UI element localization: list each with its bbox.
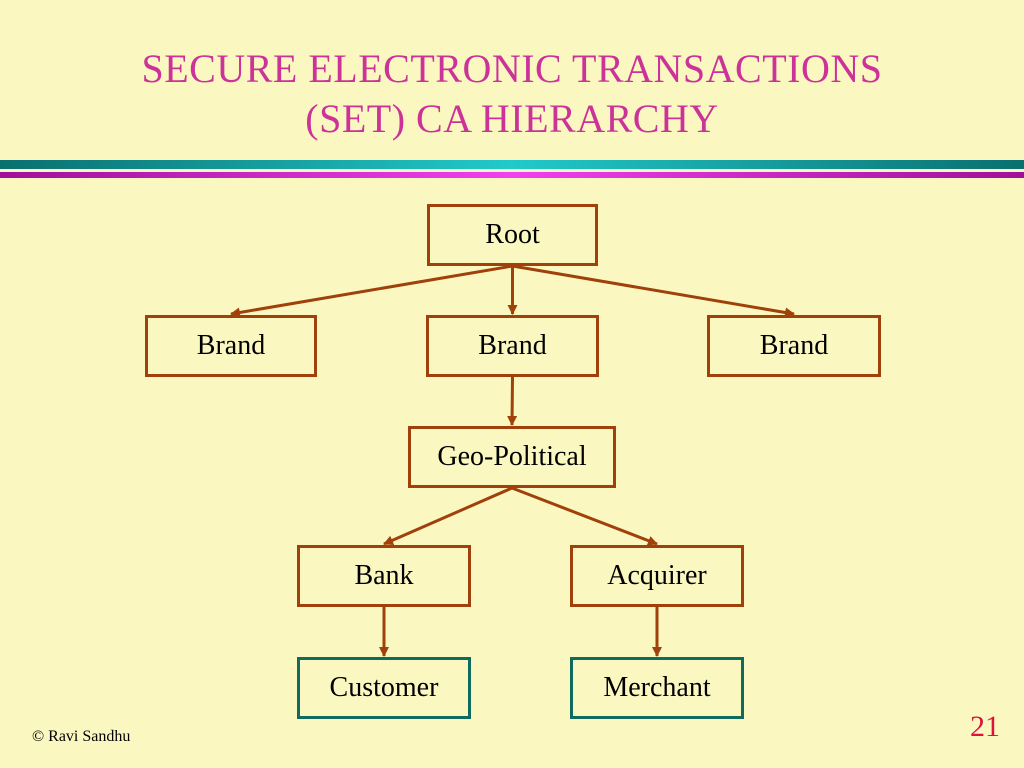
page-number: 21 <box>970 710 1000 743</box>
copyright-footer: © Ravi Sandhu <box>32 728 131 745</box>
customer-node: Customer <box>297 657 471 719</box>
brand-node-left: Brand <box>145 315 317 377</box>
arrow-root-to-brand_right <box>512 264 795 318</box>
brand-node-left-label: Brand <box>196 330 266 361</box>
arrow-geo_political-to-bank <box>383 486 513 546</box>
arrow-root-to-brand_left <box>230 264 513 318</box>
brand-node-right-label: Brand <box>759 330 829 361</box>
root-node: Root <box>427 204 598 266</box>
title-line-2: (SET) CA HIERARCHY <box>305 96 719 141</box>
geo-political-node-label: Geo-Political <box>437 441 587 472</box>
teal-divider <box>0 160 1024 169</box>
bank-node-label: Bank <box>354 560 414 591</box>
arrow-brand_center-to-geo_political <box>507 376 518 426</box>
title-line-1: SECURE ELECTRONIC TRANSACTIONS <box>141 46 883 91</box>
brand-node-center-label: Brand <box>478 330 547 361</box>
brand-node-center: Brand <box>426 315 599 377</box>
customer-node-label: Customer <box>329 672 439 703</box>
geo-political-node: Geo-Political <box>408 426 616 488</box>
arrow-geo_political-to-acquirer <box>511 486 658 546</box>
acquirer-node-label: Acquirer <box>607 560 707 591</box>
acquirer-node: Acquirer <box>570 545 744 607</box>
slide-title: SECURE ELECTRONIC TRANSACTIONS (SET) CA … <box>0 44 1024 144</box>
brand-node-right: Brand <box>707 315 881 377</box>
merchant-node-label: Merchant <box>603 672 711 703</box>
bank-node: Bank <box>297 545 471 607</box>
root-node-label: Root <box>485 219 540 250</box>
merchant-node: Merchant <box>570 657 744 719</box>
magenta-divider <box>0 172 1024 178</box>
